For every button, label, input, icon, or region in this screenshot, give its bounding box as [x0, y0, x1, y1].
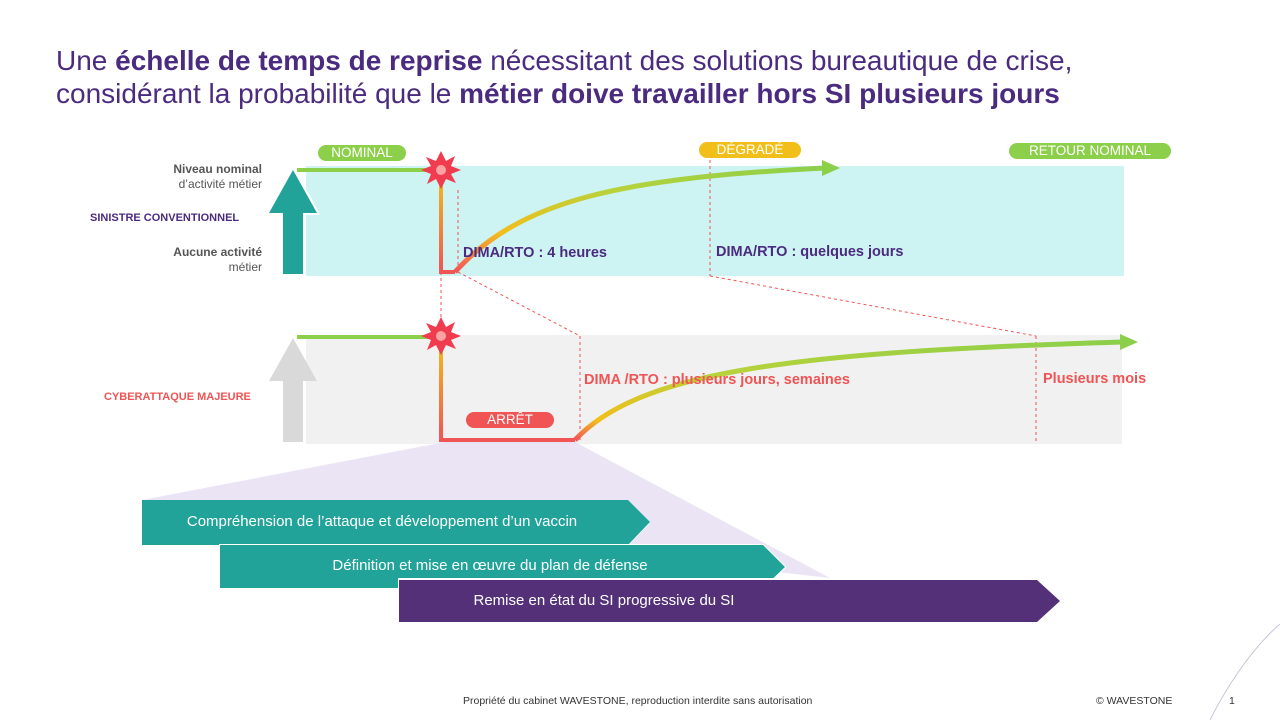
footer-copyright: © WAVESTONE [1096, 695, 1173, 707]
drop-line-1 [439, 175, 455, 274]
workstream-label-3: Remise en état du SI progressive du SI [473, 592, 735, 609]
workstream-arrow-2 [220, 545, 785, 588]
workstream-arrow-1 [142, 500, 650, 545]
title-line-2: considérant la probabilité que le métier… [56, 78, 1060, 109]
workstream-label-1: Compréhension de l’attaque et développem… [186, 513, 578, 530]
decorative-swoosh [1209, 623, 1280, 720]
cyberattack-burst-icon [421, 317, 461, 355]
cyberattack-band [306, 335, 1122, 444]
recovery-curve-2 [573, 339, 1123, 442]
phase-nominal-badge: NOMINAL [318, 145, 406, 161]
workstream-arrow-3 [399, 580, 1060, 622]
rto-cyber-label: DIMA /RTO : plusieurs jours, semaines [584, 372, 850, 388]
level-high-label: Niveau nominal d’activité métier [173, 162, 262, 191]
footer-notice: Propriété du cabinet WAVESTONE, reproduc… [463, 695, 813, 707]
rto-short-label: DIMA/RTO : 4 heures [463, 245, 607, 261]
title-line-1: Une échelle de temps de reprise nécessit… [56, 45, 1073, 76]
rto-long-label: DIMA/RTO : quelques jours [716, 244, 904, 260]
page-title: Une échelle de temps de reprise nécessit… [56, 44, 1236, 110]
incident-burst-icon [421, 151, 461, 189]
level-arrow-grey-icon [269, 338, 317, 442]
page-number: 1 [1229, 695, 1235, 707]
conventional-disaster-label: SINISTRE CONVENTIONNEL [90, 212, 240, 224]
phase-retour-badge: RETOUR NOMINAL [1009, 143, 1171, 159]
phase-arret-badge: ARRÊT [466, 412, 554, 428]
recovery-arrowhead-1 [822, 160, 840, 176]
workstream-label-2: Définition et mise en œuvre du plan de d… [332, 557, 648, 574]
level-low-label: Aucune activité métier [173, 245, 262, 274]
phase-degrade-badge: DÉGRADÉ [699, 142, 801, 158]
drop-line-2 [439, 342, 575, 442]
cyber-long-label: Plusieurs mois [1043, 371, 1147, 387]
recovery-curve-1 [453, 165, 826, 274]
level-arrow-icon [265, 163, 321, 276]
cyberattack-label: CYBERATTAQUE MAJEURE [104, 391, 251, 403]
recovery-arrowhead-2 [1120, 334, 1138, 350]
